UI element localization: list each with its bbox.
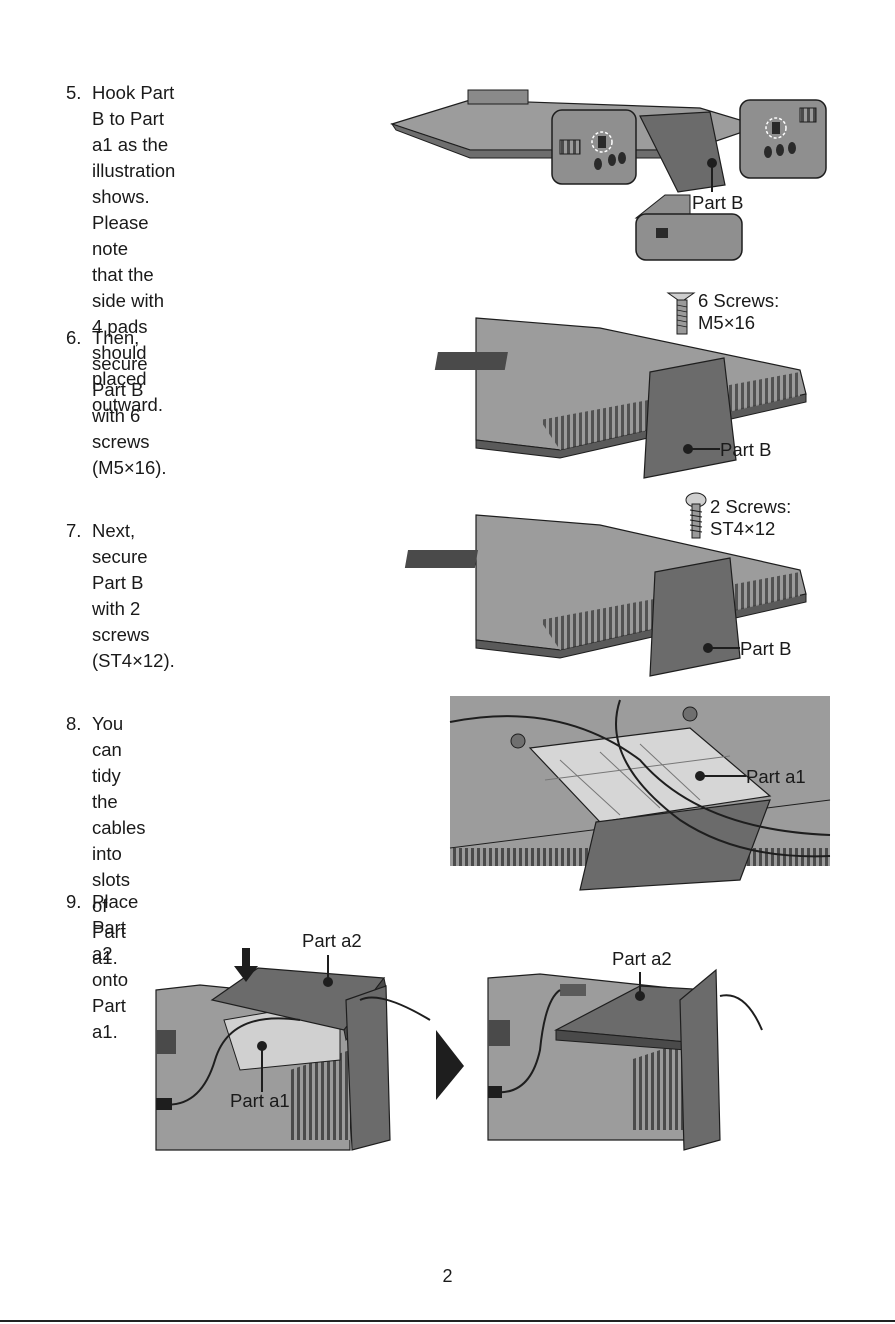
step9-right-part-a2-label: Part a2 [612, 948, 672, 969]
step-text: Hook Part B to Part a1 as the illustrati… [92, 82, 176, 415]
step9-left-part-a2-label: Part a2 [302, 930, 362, 951]
step-number: 7. [66, 520, 82, 541]
step-text: Next, secure Part B with 2 screws (ST4×1… [92, 520, 175, 671]
step-number: 6. [66, 327, 82, 348]
step9-left-illustration [155, 948, 431, 1151]
step5-part-b-label: Part B [692, 192, 744, 213]
step7-part-b-label: Part B [740, 638, 792, 659]
step-text: You can tidy the cables into slots of Pa… [92, 713, 146, 968]
step-text: Place Part a2 onto Part a1. [92, 891, 139, 1042]
step6-part-b-label: Part B [720, 439, 772, 460]
step5-illustration [390, 89, 827, 261]
step6-illustration [434, 292, 807, 479]
step7-illustration [404, 492, 807, 677]
step9-right-illustration [487, 968, 763, 1151]
step-text: Then, secure Part B with 6 screws (M5×16… [92, 327, 167, 478]
step-number: 5. [66, 82, 82, 103]
step8-part-a1-label: Part a1 [746, 766, 806, 787]
page-number: 2 [442, 1266, 453, 1286]
step6-screws-label: 6 Screws: M5×16 [698, 290, 780, 333]
bottom-divider [0, 1320, 895, 1322]
step-number: 9. [66, 891, 82, 912]
step-number: 8. [66, 713, 82, 734]
next-arrow-icon [436, 1030, 464, 1100]
step8-illustration [449, 696, 831, 891]
step9-left-part-a1-label: Part a1 [230, 1090, 290, 1111]
step7-screws-label: 2 Screws: ST4×12 [710, 496, 792, 539]
